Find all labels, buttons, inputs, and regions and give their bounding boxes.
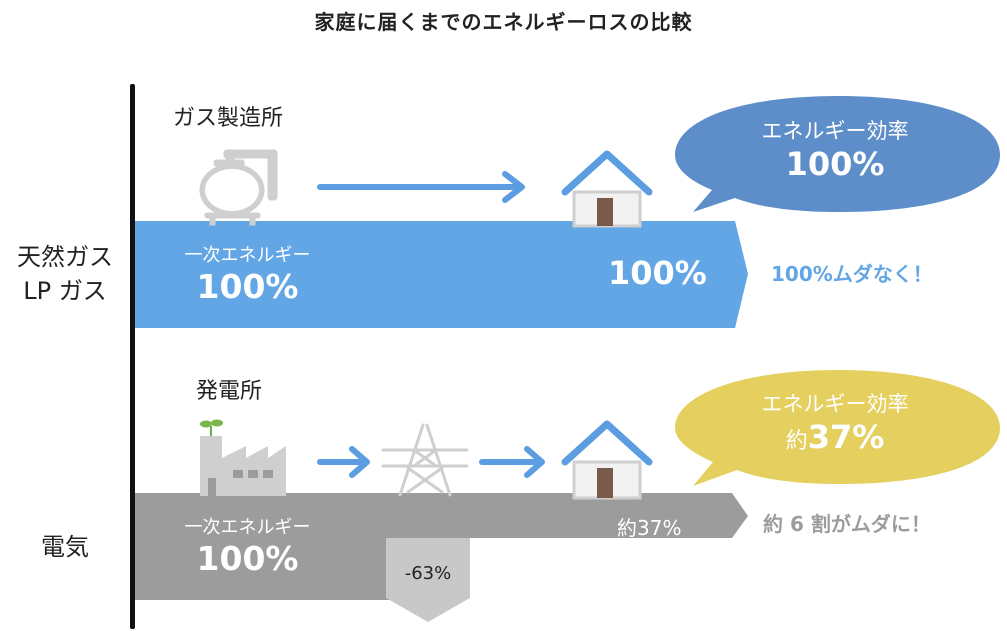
vertical-axis bbox=[130, 84, 135, 629]
electric-row-label: 電気 bbox=[41, 533, 89, 561]
gas-band-label: 一次エネルギー 100% bbox=[160, 245, 335, 307]
factory-icon bbox=[200, 419, 286, 496]
gas-energy-band bbox=[134, 221, 748, 328]
power-pylon-icon bbox=[381, 423, 469, 497]
electric-efficiency-bubble bbox=[675, 370, 1000, 486]
loss-arrow bbox=[386, 538, 470, 622]
gas-source-label: ガス製造所 bbox=[173, 106, 284, 131]
electric-band-label: 一次エネルギー 100% bbox=[160, 517, 335, 579]
electric-band-small-text: 一次エネルギー bbox=[184, 517, 311, 538]
electric-bubble-value: 37% bbox=[807, 418, 885, 456]
electric-end-value: 約37% bbox=[617, 516, 682, 540]
gas-row-label-line2: LP ガス bbox=[23, 277, 107, 305]
electric-band-big-text: 100% bbox=[196, 539, 299, 578]
gas-end-value: 100% bbox=[608, 254, 707, 292]
electric-source-label: 発電所 bbox=[196, 379, 263, 404]
gas-house-icon bbox=[561, 150, 653, 228]
electric-loss-value: -63% bbox=[404, 563, 452, 584]
diagram-title: 家庭に届くまでのエネルギーロスの比較 bbox=[314, 10, 693, 34]
gas-band-small-text: 一次エネルギー bbox=[184, 245, 311, 266]
gas-callout: 100%ムダなく！ bbox=[771, 262, 933, 286]
gas-flow-arrow bbox=[317, 171, 525, 203]
electric-house-icon bbox=[561, 420, 653, 500]
gas-bubble-text: エネルギー効率 100% bbox=[700, 117, 970, 183]
electric-flow-arrow-1 bbox=[317, 446, 370, 478]
gas-bubble-line1: エネルギー効率 bbox=[761, 119, 909, 143]
gas-efficiency-bubble bbox=[675, 96, 1000, 212]
gas-band-big-text: 100% bbox=[196, 267, 299, 306]
gas-row-label-line1: 天然ガス bbox=[17, 243, 113, 271]
electric-bubble-prefix: 約 bbox=[785, 429, 808, 454]
electric-callout: 約 6 割がムダに！ bbox=[763, 512, 931, 536]
electric-bubble-text: エネルギー効率 約37% bbox=[700, 390, 970, 461]
electric-bubble-line1: エネルギー効率 bbox=[761, 392, 909, 416]
electric-bubble-line2: 約37% bbox=[700, 418, 970, 461]
gas-bubble-line2: 100% bbox=[785, 145, 885, 183]
gas-row-label: 天然ガス LP ガス bbox=[0, 240, 130, 308]
electric-flow-arrow-2 bbox=[479, 446, 545, 478]
